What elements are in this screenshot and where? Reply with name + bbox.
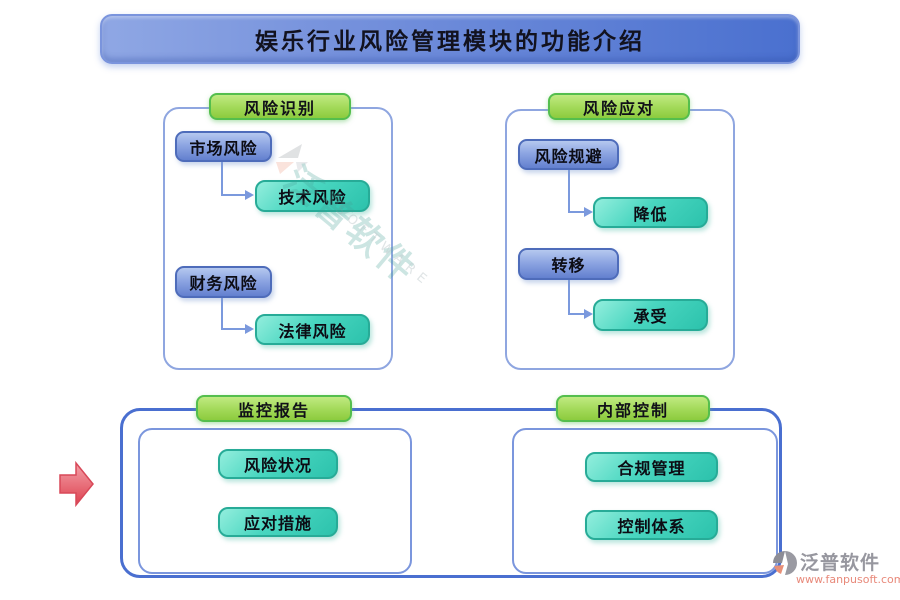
node-accept: 承受 — [593, 299, 708, 331]
section-bottom-band — [120, 408, 782, 578]
section-internal-control — [512, 428, 778, 574]
red-pointer-arrow-icon — [59, 460, 94, 508]
arrowhead-icon — [245, 190, 254, 200]
connector-transfer-accept — [568, 313, 585, 315]
brand-name: 泛普软件 — [800, 552, 881, 574]
connector-avoid-reduce — [568, 211, 585, 213]
node-response-measures: 应对措施 — [218, 507, 338, 537]
section-monitoring-report — [138, 428, 412, 574]
header-risk-identification: 风险识别 — [209, 93, 351, 120]
arrowhead-icon — [245, 324, 254, 334]
connector-transfer-accept — [568, 280, 570, 314]
connector-avoid-reduce — [568, 170, 570, 212]
node-transfer: 转移 — [518, 248, 619, 280]
connector-finance-legal — [221, 298, 223, 329]
node-reduce: 降低 — [593, 197, 708, 228]
node-risk-avoidance: 风险规避 — [518, 139, 619, 170]
brand-logo-icon — [773, 551, 797, 575]
node-market-risk: 市场风险 — [175, 131, 272, 162]
node-compliance-management: 合规管理 — [585, 452, 718, 482]
header-monitoring-report: 监控报告 — [196, 395, 352, 422]
connector-finance-legal — [221, 328, 246, 330]
brand-url-link[interactable]: www.fanpusoft.com — [796, 573, 900, 586]
brand-footer: 泛普软件 www.fanpusoft.com — [770, 548, 900, 592]
node-risk-status: 风险状况 — [218, 449, 338, 479]
node-legal-risk: 法律风险 — [255, 314, 370, 345]
arrowhead-icon — [584, 207, 593, 217]
arrowhead-icon — [584, 309, 593, 319]
node-control-system: 控制体系 — [585, 510, 718, 540]
header-internal-control: 内部控制 — [556, 395, 710, 422]
connector-market-tech — [221, 162, 223, 195]
header-risk-response: 风险应对 — [548, 93, 690, 120]
node-technical-risk: 技术风险 — [255, 180, 370, 212]
connector-market-tech — [221, 194, 246, 196]
page-title: 娱乐行业风险管理模块的功能介绍 — [100, 14, 800, 64]
node-financial-risk: 财务风险 — [175, 266, 272, 298]
